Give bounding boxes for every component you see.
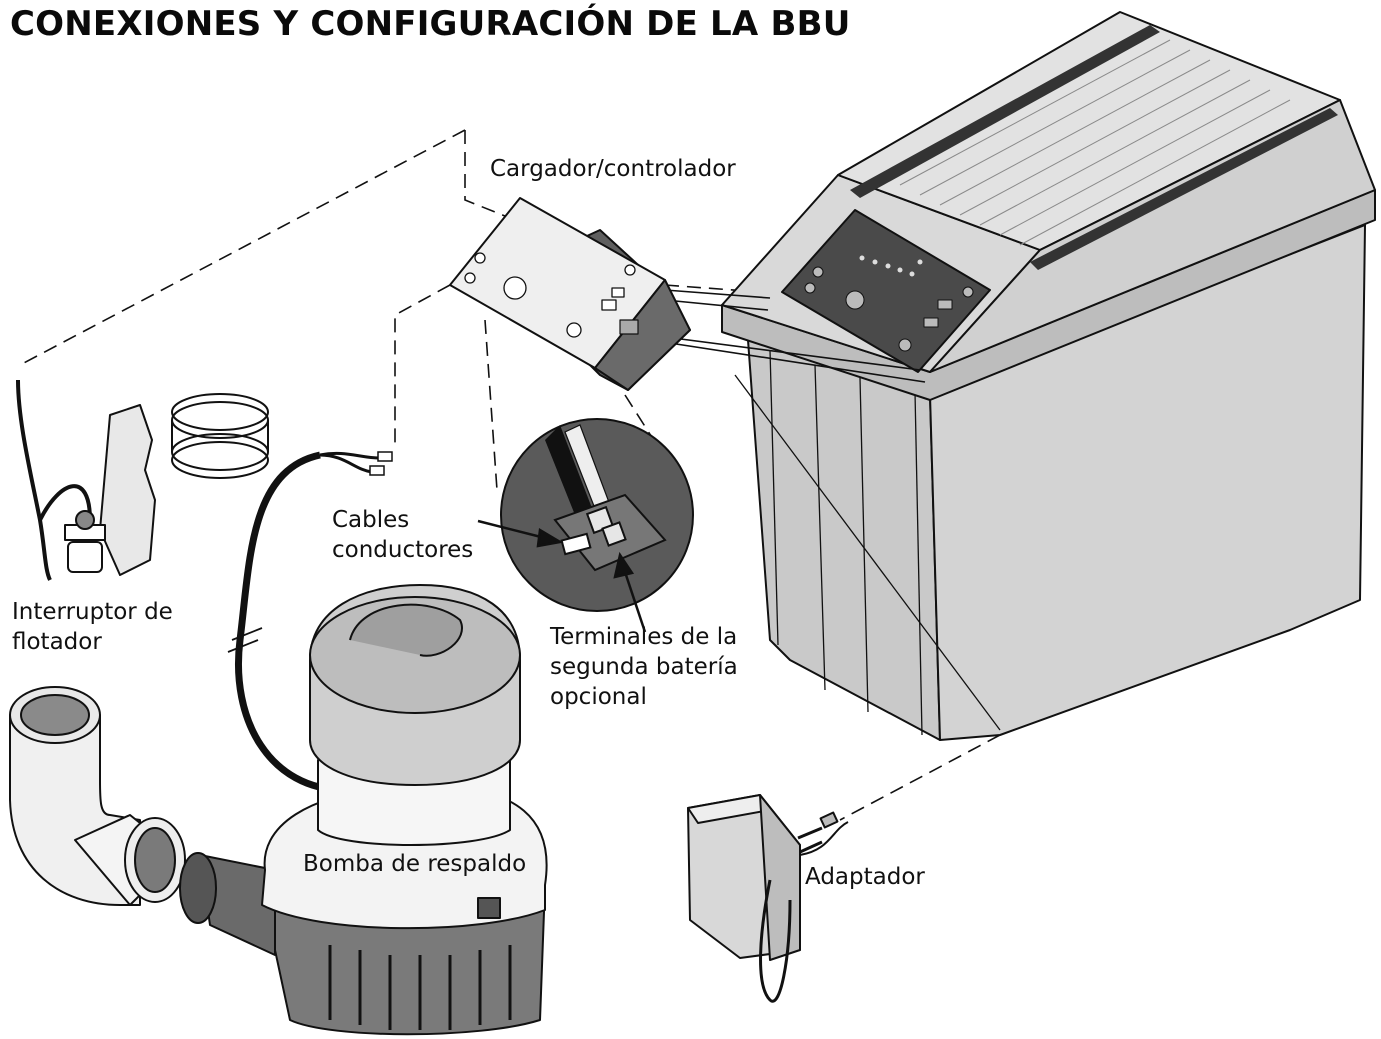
adapter-label: Adaptador	[805, 864, 925, 890]
optional-second-battery-terminals-label: Terminales de la segunda batería opciona…	[550, 624, 738, 710]
charger-pointer-lines	[649, 289, 1001, 731]
lead-wires-label: Cables conductores	[332, 507, 474, 563]
power-adapter	[687, 794, 849, 1003]
lead-wire-connectors	[369, 451, 393, 476]
backup-pump	[179, 584, 548, 1036]
pump-cable	[227, 451, 381, 794]
charger-controller-label: Cargador/controlador	[490, 156, 736, 182]
battery-box	[721, 11, 1376, 741]
terminal-detail-circle	[500, 418, 694, 612]
charger-controller	[449, 197, 691, 391]
pipe-elbow	[9, 686, 186, 906]
float-switch	[16, 379, 156, 581]
callout-arrows	[477, 519, 647, 633]
hose-clamps	[171, 393, 269, 479]
float-switch-label: Interruptor de flotador	[12, 599, 173, 655]
backup-pump-label: Bomba de respaldo	[303, 851, 527, 877]
page-title: CONEXIONES Y CONFIGURACIÓN DE LA BBU	[10, 4, 851, 44]
